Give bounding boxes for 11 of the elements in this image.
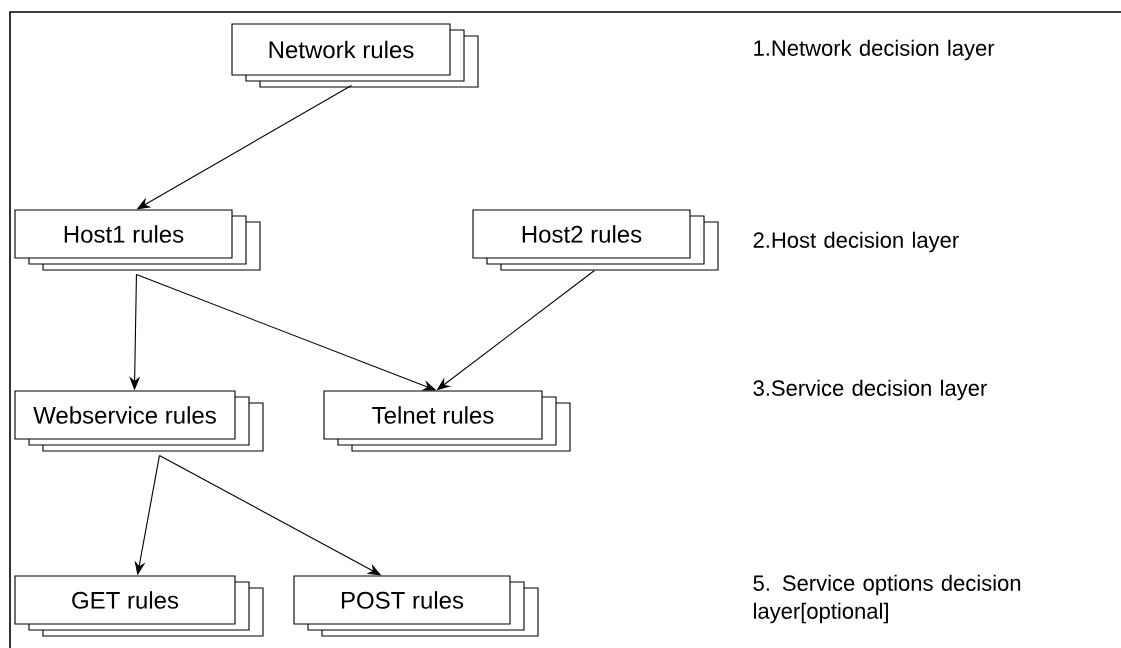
layer-label: 3.Service decision layer — [753, 379, 987, 401]
layer-label: 2.Host decision layer — [753, 231, 959, 253]
stacked-box: Network rules — [231, 23, 479, 88]
stacked-box: Host2 rules — [472, 209, 719, 271]
stacked-box: GET rules — [14, 575, 264, 637]
stacked-box: Host1 rules — [14, 209, 261, 271]
stacked-box: POST rules — [293, 575, 539, 637]
layer-label: 1.Network decision layer — [754, 39, 995, 61]
layer-label: 5. Service options decision layer[optional] — [753, 574, 1021, 624]
stacked-box: Webservice rules — [14, 390, 264, 452]
stacked-box: Telnet rules — [323, 390, 571, 452]
